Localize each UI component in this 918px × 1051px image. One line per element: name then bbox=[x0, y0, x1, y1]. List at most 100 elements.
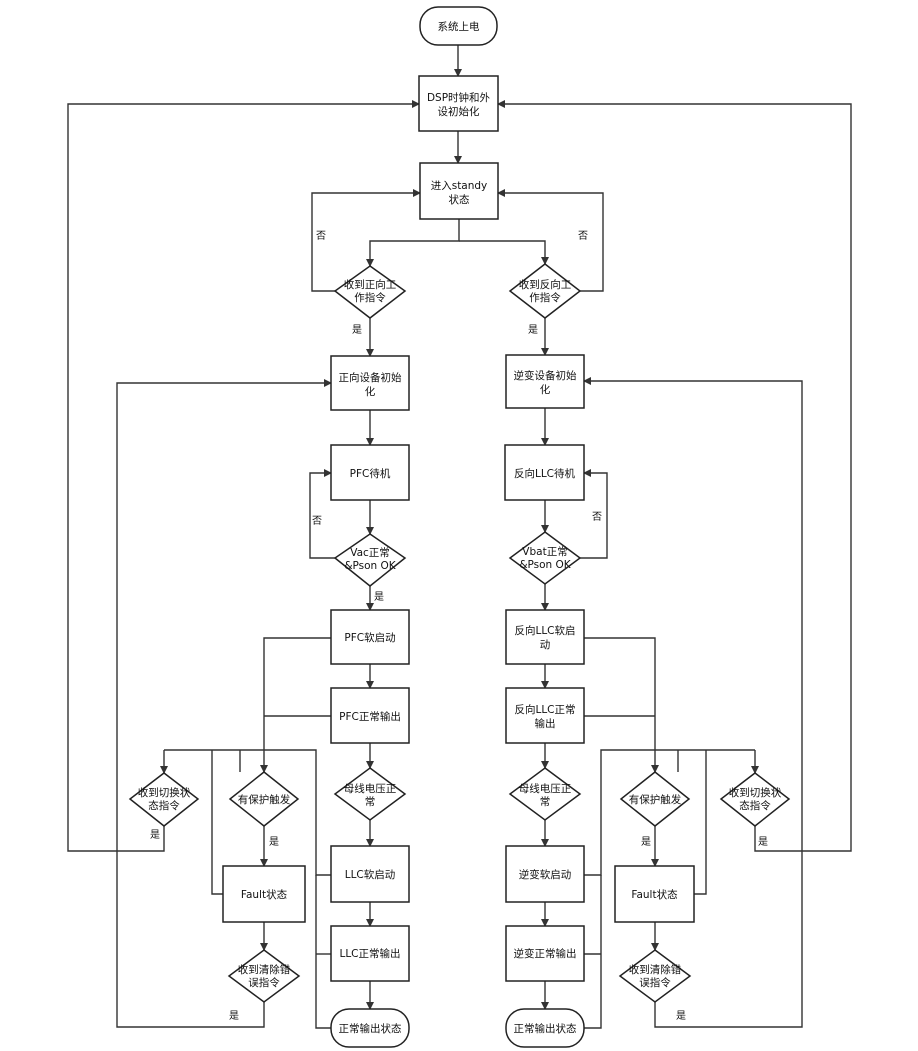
edge-fwdcmd-no bbox=[311, 189, 421, 292]
node-clear-right-line2: 误指令 bbox=[639, 976, 671, 989]
node-pfc-out: PFC正常输出 bbox=[330, 687, 410, 744]
edge-vac-no bbox=[309, 469, 335, 559]
node-normal-left: 正常输出状态 bbox=[330, 1008, 410, 1048]
node-standby-line1: 进入standy bbox=[431, 180, 488, 192]
node-rev-cmd-line2: 作指令 bbox=[529, 291, 561, 304]
nodes: 系统上电 DSP时钟和外 设初始化 进入standy 状态 收到正向工 作指令 … bbox=[128, 6, 791, 1048]
node-vbat-ok-line1: Vbat正常 bbox=[522, 545, 567, 558]
node-pfc-wait-text: PFC待机 bbox=[350, 467, 391, 480]
node-rev-llc-soft-line1: 反向LLC软启 bbox=[514, 624, 575, 637]
edge-standby-revcmd bbox=[459, 240, 549, 265]
node-switch-right-line1: 收到切换状 bbox=[729, 786, 782, 799]
node-switch-left-line2: 态指令 bbox=[148, 799, 180, 812]
node-fault-left-text: Fault状态 bbox=[241, 888, 288, 901]
node-fwd-init-line1: 正向设备初始 bbox=[339, 371, 402, 384]
node-bus-ok-left: 母线电压正 常 bbox=[333, 767, 407, 821]
edge-revsoft-protect bbox=[584, 637, 656, 750]
node-rev-cmd: 收到反向工 作指令 bbox=[508, 263, 582, 319]
node-llc-out-text: LLC正常输出 bbox=[339, 947, 400, 960]
edge-clear-yes-r bbox=[583, 377, 803, 1028]
node-normal-right-text: 正常输出状态 bbox=[514, 1022, 577, 1035]
node-protect-left-text: 有保护触发 bbox=[238, 793, 291, 806]
node-protect-right: 有保护触发 bbox=[619, 771, 691, 827]
node-vbat-ok-line2: &Pson OK bbox=[519, 559, 571, 571]
node-bus-ok-right-line1: 母线电压正 bbox=[519, 782, 572, 795]
edge-fault-switch-l bbox=[211, 750, 223, 895]
label-yes-switch-r: 是 bbox=[758, 836, 768, 848]
label-no-revcmd: 否 bbox=[578, 230, 588, 242]
edge-fault-switch-r bbox=[694, 750, 707, 895]
node-rev-llc-out-line1: 反向LLC正常 bbox=[514, 703, 575, 716]
label-yes-protect-l: 是 bbox=[269, 836, 279, 848]
label-yes-clear-r: 是 bbox=[676, 1010, 686, 1022]
node-llc-soft: LLC软启动 bbox=[330, 845, 410, 903]
node-protect-right-text: 有保护触发 bbox=[629, 793, 682, 806]
edge-invsoft-protect bbox=[584, 749, 655, 876]
node-normal-left-text: 正常输出状态 bbox=[339, 1022, 402, 1035]
node-power-on-text: 系统上电 bbox=[438, 20, 480, 33]
node-dsp-init-line1: DSP时钟和外 bbox=[427, 91, 491, 104]
edge-normal-protect bbox=[315, 875, 331, 1029]
node-normal-right: 正常输出状态 bbox=[505, 1008, 585, 1048]
node-vac-ok-line1: Vac正常 bbox=[350, 546, 390, 559]
node-pfc-soft: PFC软启动 bbox=[330, 609, 410, 665]
node-fwd-cmd-line2: 作指令 bbox=[354, 291, 386, 304]
label-yes-revcmd: 是 bbox=[528, 324, 538, 336]
node-rev-cmd-line1: 收到反向工 bbox=[519, 278, 572, 291]
label-no-vac: 否 bbox=[312, 515, 322, 527]
label-no-vbat: 否 bbox=[592, 511, 602, 523]
node-inv-out-text: 逆变正常输出 bbox=[514, 947, 577, 960]
node-clear-left-line1: 收到清除错 bbox=[238, 963, 291, 976]
node-inv-soft-text: 逆变软启动 bbox=[519, 868, 572, 881]
node-bus-ok-right-line2: 常 bbox=[540, 795, 551, 808]
node-bus-ok-right: 母线电压正 常 bbox=[508, 767, 582, 821]
node-clear-left: 收到清除错 误指令 bbox=[227, 949, 301, 1003]
label-yes-protect-r: 是 bbox=[641, 836, 651, 848]
node-switch-right: 收到切换状 态指令 bbox=[719, 772, 791, 827]
label-no-fwdcmd: 否 bbox=[316, 230, 326, 242]
label-yes-clear-l: 是 bbox=[229, 1010, 239, 1022]
edge-switch-yes-l bbox=[67, 100, 420, 852]
node-inv-init: 逆变设备初始 化 bbox=[505, 354, 585, 409]
node-inv-out: 逆变正常输出 bbox=[505, 925, 585, 982]
node-fwd-init: 正向设备初始 化 bbox=[330, 355, 410, 411]
node-clear-right-line1: 收到清除错 bbox=[629, 963, 682, 976]
node-fault-right: Fault状态 bbox=[614, 865, 695, 923]
node-protect-left: 有保护触发 bbox=[228, 771, 300, 827]
node-switch-right-line2: 态指令 bbox=[739, 799, 771, 812]
node-inv-init-line1: 逆变设备初始 bbox=[514, 369, 577, 382]
node-vac-ok-line2: &Pson OK bbox=[344, 560, 396, 572]
node-rev-llc-wait-text: 反向LLC待机 bbox=[514, 467, 576, 480]
node-bus-ok-left-line1: 母线电压正 bbox=[344, 782, 397, 795]
edge-clear-yes-l bbox=[116, 379, 332, 1028]
node-vbat-ok: Vbat正常 &Pson OK bbox=[508, 531, 582, 585]
node-dsp-init-line2: 设初始化 bbox=[438, 105, 480, 118]
edge-labels: 否 否 是 是 否 否 是 是 是 是 是 是 是 bbox=[150, 230, 768, 1022]
node-rev-llc-soft-line2: 动 bbox=[540, 639, 551, 651]
edge-standby-fwdcmd bbox=[366, 219, 460, 267]
node-fwd-cmd-line1: 收到正向工 bbox=[344, 278, 397, 291]
node-clear-right: 收到清除错 误指令 bbox=[618, 949, 692, 1003]
node-bus-ok-left-line2: 常 bbox=[365, 795, 376, 808]
node-pfc-wait: PFC待机 bbox=[330, 444, 410, 501]
node-llc-out: LLC正常输出 bbox=[330, 925, 410, 982]
edges bbox=[67, 45, 852, 1029]
node-fault-right-text: Fault状态 bbox=[631, 888, 678, 901]
node-vac-ok: Vac正常 &Pson OK bbox=[333, 533, 407, 587]
edge-vbat-no bbox=[580, 469, 608, 559]
edge-llcsoft-protect bbox=[264, 749, 331, 876]
node-llc-soft-text: LLC软启动 bbox=[345, 868, 396, 881]
node-standby-line2: 状态 bbox=[449, 193, 470, 206]
node-rev-llc-wait: 反向LLC待机 bbox=[504, 444, 585, 501]
edge-switch-yes-r bbox=[497, 100, 852, 852]
edge-pfcsoft-protect bbox=[263, 637, 331, 750]
node-inv-soft: 逆变软启动 bbox=[505, 845, 585, 903]
label-yes-fwdcmd: 是 bbox=[352, 324, 362, 336]
label-yes-vac: 是 bbox=[374, 591, 384, 603]
node-fault-left: Fault状态 bbox=[222, 865, 306, 923]
label-yes-switch-l: 是 bbox=[150, 829, 160, 841]
node-rev-llc-soft: 反向LLC软启 动 bbox=[505, 609, 585, 665]
node-inv-init-line2: 化 bbox=[540, 383, 551, 396]
edge-revcmd-no bbox=[497, 189, 604, 292]
